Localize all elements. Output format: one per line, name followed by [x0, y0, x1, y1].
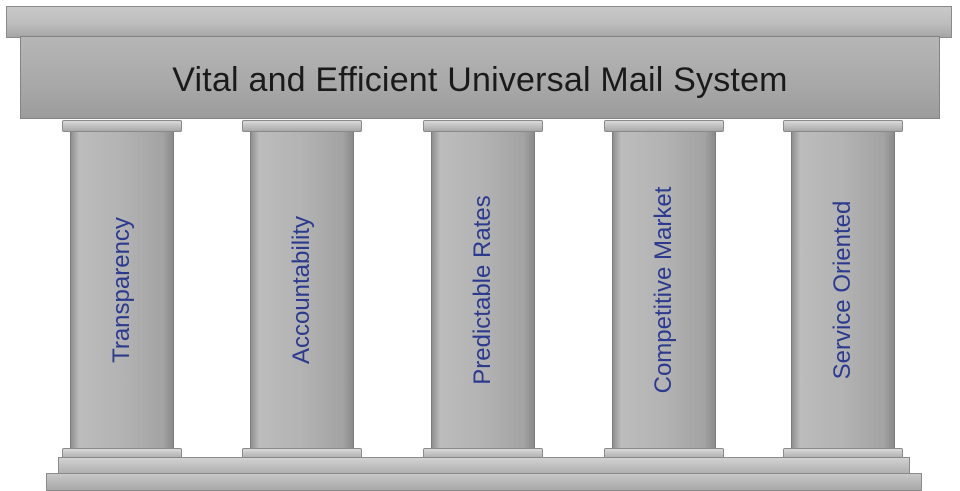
- pillar-accountability: Accountability: [242, 120, 362, 460]
- pillar-capital: [423, 120, 543, 132]
- roof-frieze: Vital and Efficient Universal Mail Syste…: [20, 36, 940, 119]
- pillar-label: Predictable Rates: [469, 195, 496, 385]
- pillar-service-oriented: Service Oriented: [783, 120, 903, 460]
- pillar-label: Service Oriented: [829, 200, 856, 380]
- pillar-shaft: Competitive Market: [612, 132, 716, 448]
- pillar-label: Transparency: [108, 217, 135, 363]
- pillar-capital: [783, 120, 903, 132]
- diagram-title: Vital and Efficient Universal Mail Syste…: [172, 61, 788, 99]
- pillar-shaft: Service Oriented: [791, 132, 895, 448]
- pillar-label: Competitive Market: [650, 186, 677, 394]
- pillar-capital: [242, 120, 362, 132]
- pillar-transparency: Transparency: [62, 120, 182, 460]
- pillar-shaft: Accountability: [250, 132, 354, 448]
- pillar-label: Accountability: [288, 215, 315, 365]
- pillar-shaft: Predictable Rates: [431, 132, 535, 448]
- roof-cornice: [6, 6, 952, 38]
- pillar-shaft: Transparency: [70, 132, 174, 448]
- foundation-upper-step: [58, 457, 910, 474]
- pillar-predictable-rates: Predictable Rates: [423, 120, 543, 460]
- pillar-competitive-market: Competitive Market: [604, 120, 724, 460]
- foundation-lower-step: [46, 473, 922, 491]
- pillar-capital: [604, 120, 724, 132]
- pillar-capital: [62, 120, 182, 132]
